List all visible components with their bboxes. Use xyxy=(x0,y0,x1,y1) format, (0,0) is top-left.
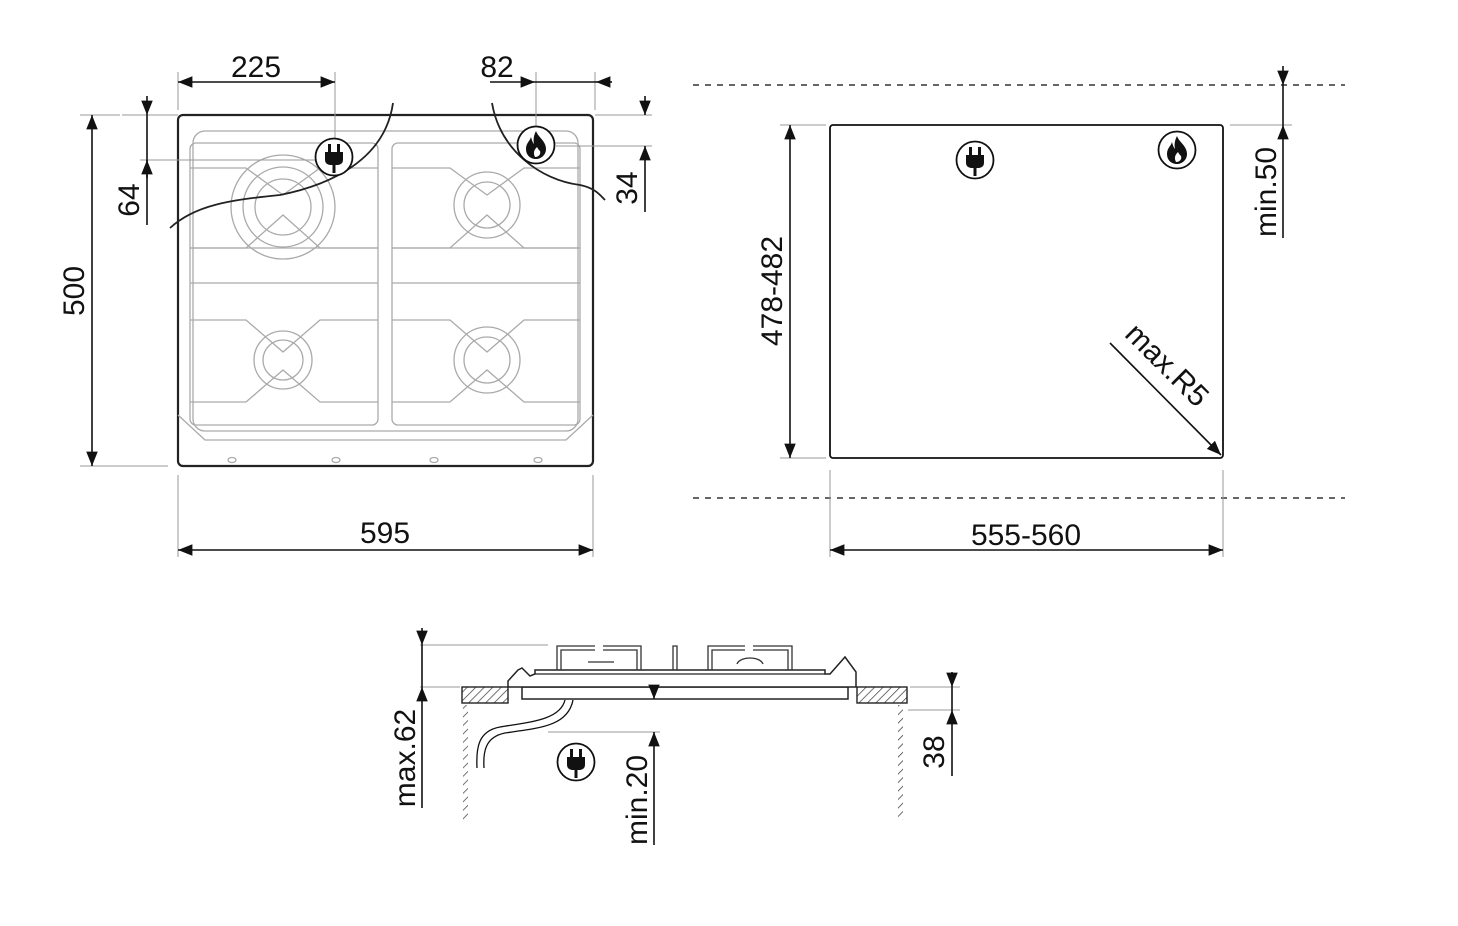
cutout-view: min.50 478-482 555-560 max.R5 xyxy=(693,66,1345,557)
dim-width: 595 xyxy=(360,517,410,550)
dim-gas-x: 82 xyxy=(480,51,513,84)
hob-top-view: 225 82 64 34 500 595 xyxy=(58,51,652,557)
cabinet-wall-left xyxy=(463,705,468,820)
dim-back-clearance: min.50 xyxy=(1250,147,1283,237)
burners xyxy=(230,154,521,394)
dim-plug-y: 64 xyxy=(113,183,146,216)
dim-min-below: min.20 xyxy=(621,755,654,845)
plug-icon xyxy=(556,742,596,782)
plug-icon xyxy=(314,137,354,177)
dim-worktop: 38 xyxy=(918,735,951,768)
dim-depth: 500 xyxy=(58,266,91,316)
cabinet-wall-right xyxy=(898,705,903,820)
dim-gas-y: 34 xyxy=(611,171,644,204)
dim-max-height: max.62 xyxy=(389,709,422,807)
worktop-left xyxy=(461,686,509,704)
hob-outline xyxy=(176,113,595,468)
dim-plug-x: 225 xyxy=(231,51,281,84)
worktop-right xyxy=(856,686,908,704)
knob-holes xyxy=(227,456,543,464)
cutout-outline xyxy=(829,124,1224,459)
dim-cutout-width: 555-560 xyxy=(971,519,1081,552)
plug-icon xyxy=(955,140,995,180)
gas-flame-icon xyxy=(516,125,556,165)
dim-cutout-depth: 478-482 xyxy=(756,236,789,346)
grates-side xyxy=(556,645,793,670)
section-view: max.62 min.20 38 xyxy=(389,628,960,845)
grate-right xyxy=(391,142,581,426)
gas-flame-icon xyxy=(1157,130,1197,170)
grate-left xyxy=(189,142,379,426)
